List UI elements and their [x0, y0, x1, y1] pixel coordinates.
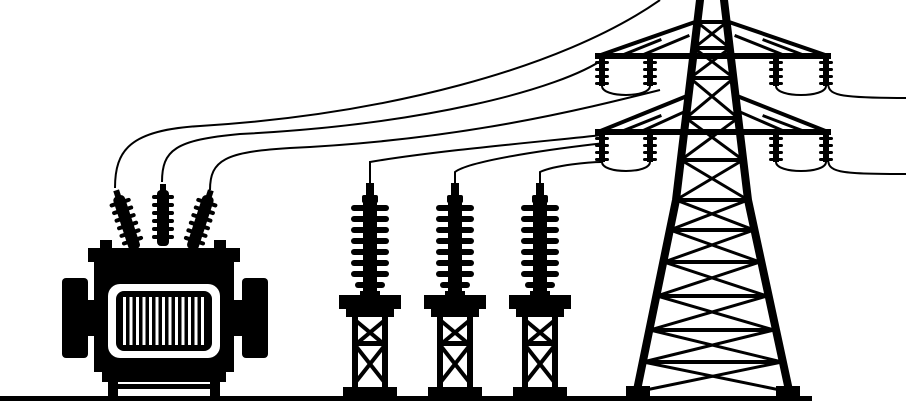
ground-line: [0, 396, 812, 401]
radiator-fins: [123, 297, 204, 345]
power-line-1: [114, 0, 661, 189]
power-line-6: [539, 161, 603, 183]
power-lines: [114, 0, 906, 191]
insulator-column-2: [422, 181, 488, 401]
insulator-column-3: [507, 181, 573, 401]
power-line-3: [209, 89, 661, 191]
tower-crossarm-upper: [595, 19, 831, 59]
insulator-column-1: [337, 181, 403, 401]
transformer: [62, 184, 268, 396]
transmission-tower: [595, 0, 831, 400]
power-line-8: [827, 157, 906, 175]
tower-crossarm-lower: [595, 93, 831, 135]
tower-insulators: [595, 58, 833, 162]
power-line-2: [161, 57, 606, 183]
insulator-columns: [337, 181, 573, 401]
power-line-7: [827, 81, 906, 99]
power-line-4: [369, 134, 603, 183]
transformer-bushing-center: [152, 184, 174, 246]
power-line-5: [454, 142, 606, 183]
